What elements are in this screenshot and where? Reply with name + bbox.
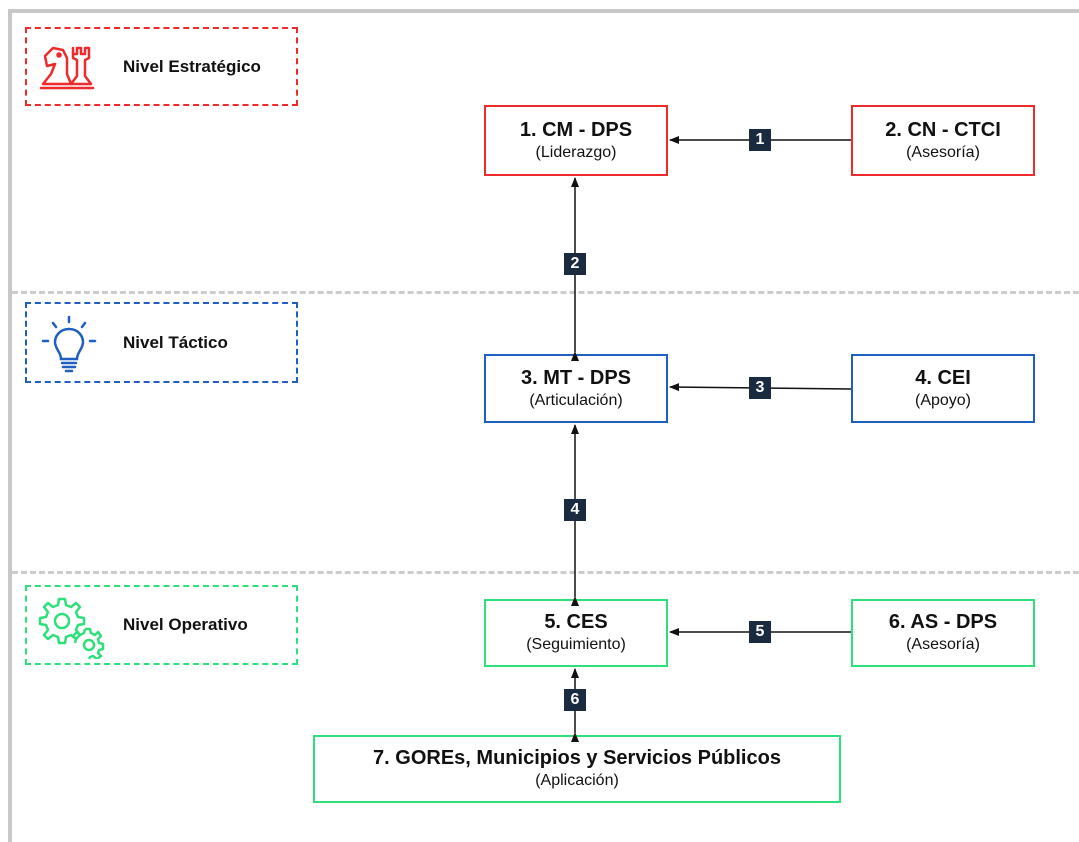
connector-badge-1: 1: [749, 129, 771, 151]
node-subtitle: (Seguimiento): [526, 636, 626, 653]
node-subtitle: (Asesoría): [906, 143, 980, 161]
level-strategic: Nivel Estratégico: [25, 27, 298, 106]
frame-left-border: [8, 9, 12, 842]
node-title: 2. CN - CTCI: [885, 118, 1001, 141]
node-subtitle: (Aplicación): [535, 772, 619, 789]
level-label-strategic: Nivel Estratégico: [123, 56, 261, 76]
connector-badge-2: 2: [564, 253, 586, 275]
node-as-dps: 6. AS - DPS (Asesoría): [851, 599, 1035, 667]
node-ces: 5. CES (Seguimiento): [484, 599, 668, 667]
gears-icon: [38, 597, 105, 659]
node-cm-dps: 1. CM - DPS (Liderazgo): [484, 105, 668, 176]
connector-badge-6: 6: [564, 689, 586, 711]
node-subtitle: (Liderazgo): [535, 143, 617, 161]
node-mt-dps: 3. MT - DPS (Articulación): [484, 354, 668, 423]
node-title: 3. MT - DPS: [520, 366, 631, 389]
level-label-tactical: Nivel Táctico: [123, 332, 228, 352]
node-subtitle: (Articulación): [529, 391, 623, 409]
node-subtitle: (Asesoría): [906, 636, 980, 653]
level-tactical: Nivel Táctico: [25, 302, 298, 383]
level-label-operative: Nivel Operativo: [123, 615, 248, 634]
frame-top-border: [10, 9, 1079, 13]
node-cei: 4. CEI (Apoyo): [851, 354, 1035, 423]
level-operative: Nivel Operativo: [25, 585, 298, 665]
chess-icon: [39, 46, 95, 90]
connector-badge-5: 5: [749, 621, 771, 643]
node-subtitle: (Apoyo): [914, 391, 972, 409]
node-title: 7. GOREs, Municipios y Servicios Público…: [373, 747, 781, 769]
node-title: 6. AS - DPS: [888, 611, 998, 633]
level-separator: [12, 571, 1079, 574]
connector-badge-3: 3: [749, 377, 771, 399]
node-title: 5. CES: [544, 611, 608, 633]
connector-badge-4: 4: [564, 499, 586, 521]
node-title: 4. CEI: [915, 366, 971, 389]
lightbulb-icon: [41, 315, 97, 373]
node-cn-ctci: 2. CN - CTCI (Asesoría): [851, 105, 1035, 176]
level-separator: [12, 291, 1079, 294]
node-title: 1. CM - DPS: [519, 118, 633, 141]
node-gores: 7. GOREs, Municipios y Servicios Público…: [313, 735, 841, 803]
